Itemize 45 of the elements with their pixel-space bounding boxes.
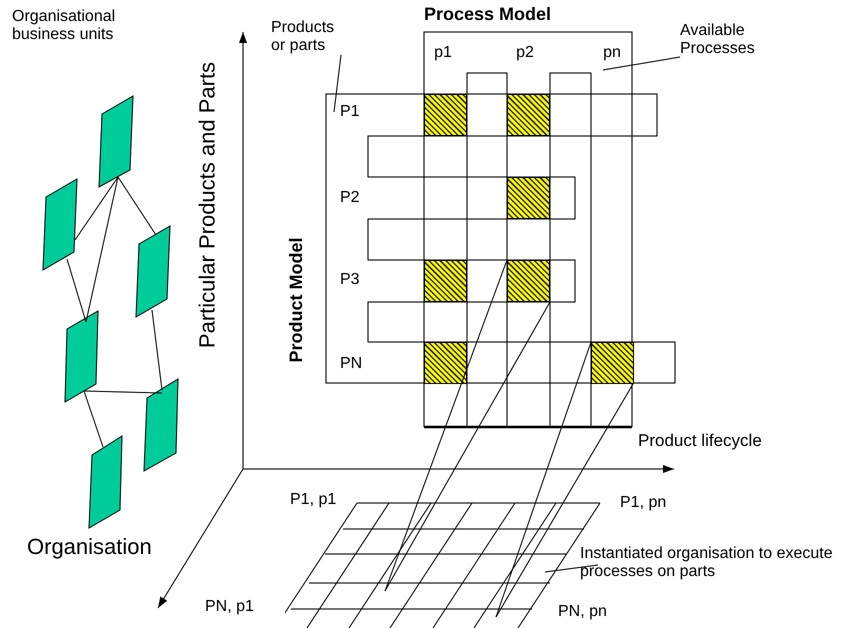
connector-line bbox=[66, 258, 86, 322]
connector-line bbox=[84, 390, 104, 448]
connector-line bbox=[118, 176, 156, 236]
business-unit-shape bbox=[135, 225, 171, 318]
row-label: P2 bbox=[340, 189, 360, 207]
leader-line bbox=[602, 56, 680, 70]
business-unit-shape bbox=[64, 310, 99, 403]
corner-label: PN, p1 bbox=[205, 598, 254, 616]
leader-line bbox=[384, 260, 508, 592]
connector-line bbox=[74, 176, 118, 240]
heading-text: Process Model bbox=[424, 5, 552, 23]
axis-label: Particular Products and Parts bbox=[196, 62, 220, 348]
leader-line bbox=[496, 342, 592, 618]
row-label: P3 bbox=[340, 271, 360, 289]
hatched-cell bbox=[424, 260, 467, 302]
leader-line bbox=[544, 564, 598, 572]
connector-line bbox=[152, 310, 162, 390]
annotation-text: Available Processes bbox=[680, 22, 780, 58]
annotation-text: Instantiated organisation to execute processes on parts bbox=[580, 545, 842, 581]
hatched-cell bbox=[507, 260, 550, 302]
axis-label: Product lifecycle bbox=[638, 431, 762, 450]
leader-line bbox=[334, 54, 342, 112]
corner-label: P1, pn bbox=[620, 494, 666, 512]
business-unit-shape bbox=[88, 435, 123, 529]
hatched-cell bbox=[424, 342, 467, 384]
heading-text: Organisational business units bbox=[12, 8, 116, 44]
row-label: PN bbox=[340, 355, 362, 373]
connector-line bbox=[84, 390, 162, 394]
heading-text: Product Model bbox=[287, 238, 305, 362]
row-label: P1 bbox=[340, 103, 360, 121]
corner-label: PN, pn bbox=[558, 603, 607, 621]
axis-label: Organisation bbox=[27, 535, 152, 560]
hatched-cell bbox=[591, 342, 634, 384]
hatched-cell bbox=[507, 94, 550, 136]
column-label: p2 bbox=[516, 44, 534, 62]
column-label: pn bbox=[603, 44, 621, 62]
business-unit-shape bbox=[143, 378, 179, 472]
business-unit-shape bbox=[98, 95, 134, 188]
hatched-cell bbox=[424, 94, 467, 136]
annotation-text: Products or parts bbox=[271, 19, 343, 55]
connector-line bbox=[86, 176, 118, 322]
business-unit-shape bbox=[42, 178, 78, 271]
corner-label: P1, p1 bbox=[290, 491, 336, 509]
column-label: p1 bbox=[434, 44, 452, 62]
hatched-cell bbox=[507, 177, 550, 219]
